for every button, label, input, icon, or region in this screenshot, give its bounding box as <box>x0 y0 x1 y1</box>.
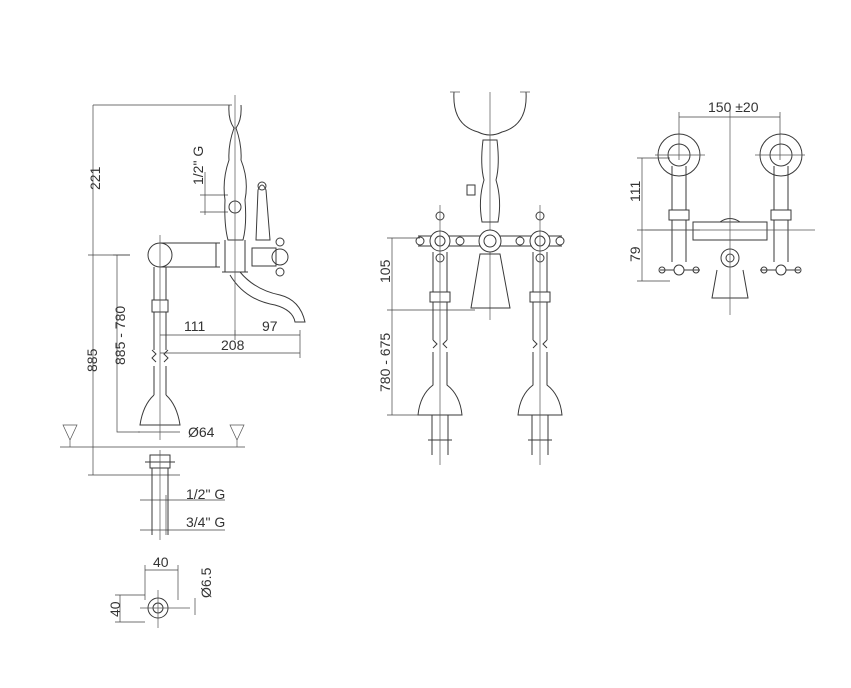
dim-79: 79 <box>627 246 643 262</box>
dim-105: 105 <box>377 259 393 283</box>
floor-marker-icon <box>62 424 78 447</box>
dim-780-675: 780 - 675 <box>377 333 393 392</box>
dim-221: 221 <box>87 166 103 190</box>
dim-208: 208 <box>221 337 245 353</box>
dim-thread-outer: 3/4" G <box>186 514 225 530</box>
side-view: 221 1/2" G 885 885 - 780 111 97 208 Ø64 … <box>60 95 306 540</box>
side-faucet-outline <box>139 95 306 540</box>
dim-thread-top: 1/2" G <box>190 146 206 185</box>
dim-111-side: 111 <box>184 318 205 334</box>
front-view: 105 780 - 675 <box>377 91 565 465</box>
dim-thread-inner: 1/2" G <box>186 486 225 502</box>
floor-marker-icon <box>229 424 245 447</box>
dim-150-20: 150 ±20 <box>708 99 759 115</box>
top-view: 150 ±20 111 79 <box>627 99 815 315</box>
dim-885-780: 885 - 780 <box>112 306 128 365</box>
dim-885: 885 <box>84 348 100 372</box>
dim-base-diameter: Ø64 <box>188 424 215 440</box>
plan-detail: 40 40 Ø6.5 <box>107 554 214 628</box>
dim-hole-diameter: Ø6.5 <box>198 567 214 598</box>
top-faucet-outline <box>645 110 815 315</box>
dim-97: 97 <box>262 318 278 334</box>
dim-111-top: 111 <box>627 181 643 202</box>
front-faucet-outline <box>415 91 565 465</box>
dim-plan-depth: 40 <box>107 601 123 617</box>
dim-plan-width: 40 <box>153 554 169 570</box>
